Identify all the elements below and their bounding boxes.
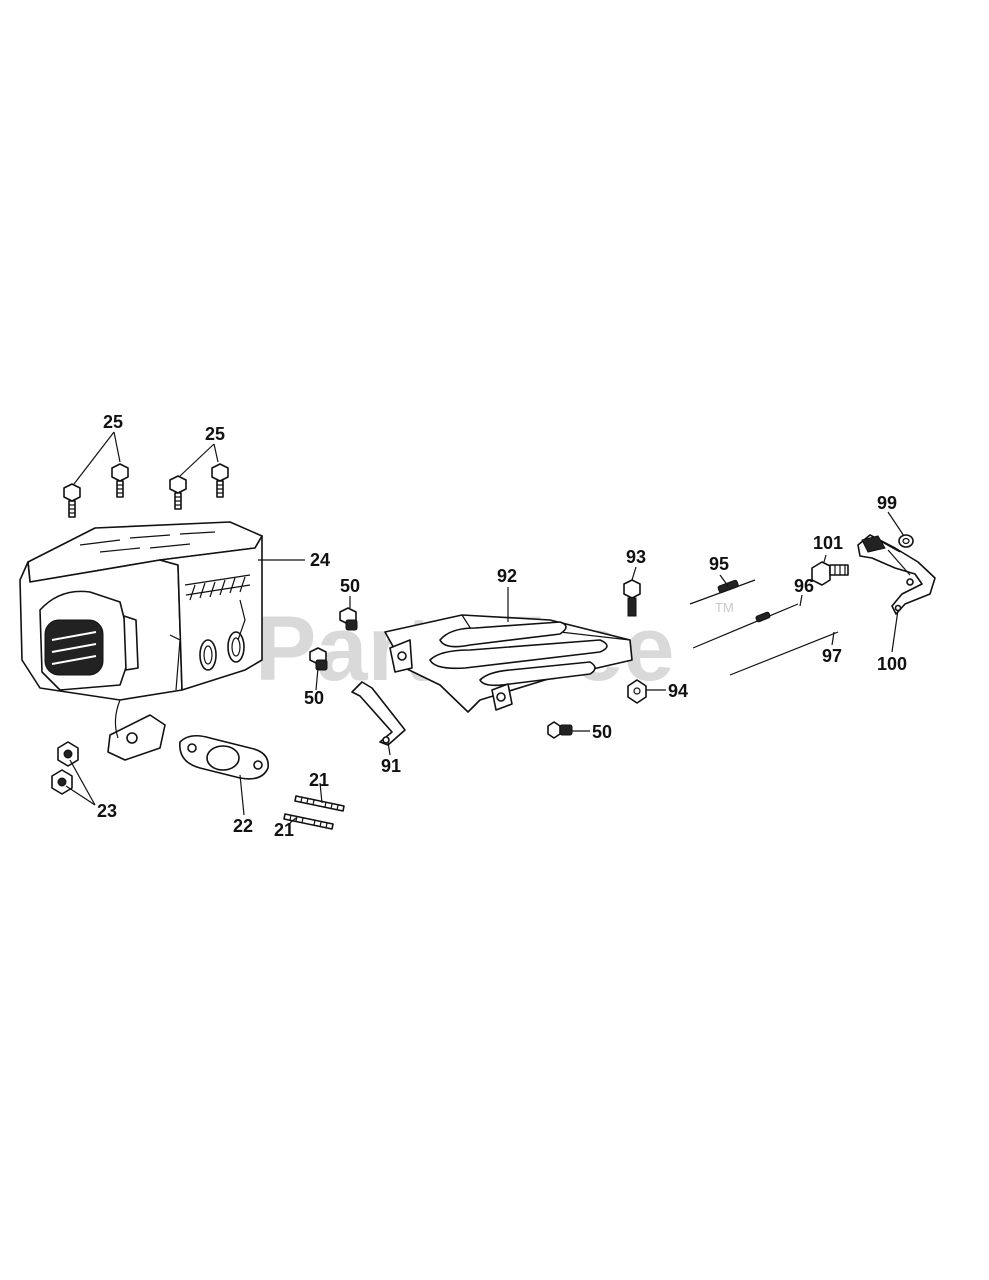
bushing-part-99[interactable]: [898, 534, 914, 548]
callout-50-b[interactable]: 50: [304, 688, 324, 708]
callout-23[interactable]: 23: [97, 801, 117, 821]
gasket-part-22[interactable]: [179, 734, 269, 780]
screw-part-50-b[interactable]: [309, 647, 328, 671]
nut-part-23-a[interactable]: [57, 741, 79, 767]
screw-part-50-a[interactable]: [339, 607, 358, 631]
callout-97[interactable]: 97: [822, 646, 842, 666]
callout-93[interactable]: 93: [626, 547, 646, 567]
rod-part-96[interactable]: [692, 603, 799, 649]
callout-22[interactable]: 22: [233, 816, 253, 836]
callout-91[interactable]: 91: [381, 756, 401, 776]
spring-part-95[interactable]: [689, 579, 756, 605]
stud-part-21-b[interactable]: [283, 813, 334, 830]
callout-100[interactable]: 100: [877, 654, 907, 674]
bolt-part-25-d[interactable]: [211, 463, 229, 498]
screw-part-50-c[interactable]: [547, 721, 573, 739]
callout-labels: 25 25 24 50 50 50 23 22 21 21 91 92 93 9…: [97, 412, 907, 840]
callout-21-b[interactable]: 21: [274, 820, 294, 840]
rod-part-97[interactable]: [729, 631, 839, 676]
leader-lines: [65, 431, 905, 824]
stud-part-21-a[interactable]: [294, 795, 345, 812]
callout-99[interactable]: 99: [877, 493, 897, 513]
watermark-trademark: TM: [715, 600, 734, 615]
nut-part-94[interactable]: [627, 679, 647, 704]
callout-50-a[interactable]: 50: [340, 576, 360, 596]
bolt-part-25-c[interactable]: [169, 475, 187, 510]
callout-96[interactable]: 96: [794, 576, 814, 596]
bolt-part-101[interactable]: [811, 561, 849, 586]
callout-92[interactable]: 92: [497, 566, 517, 586]
bolt-part-25-a[interactable]: [63, 483, 81, 518]
nut-part-23-b[interactable]: [51, 769, 73, 795]
lever-part-100[interactable]: [857, 534, 936, 615]
callout-24[interactable]: 24: [310, 550, 330, 570]
callout-50-c[interactable]: 50: [592, 722, 612, 742]
bolt-part-25-b[interactable]: [111, 463, 129, 498]
callout-95[interactable]: 95: [709, 554, 729, 574]
callout-94[interactable]: 94: [668, 681, 688, 701]
callout-21-a[interactable]: 21: [309, 770, 329, 790]
callout-101[interactable]: 101: [813, 533, 843, 553]
muffler-part-24[interactable]: [19, 521, 263, 761]
callout-25-b[interactable]: 25: [205, 424, 225, 444]
heat-shield-part-92[interactable]: [384, 614, 633, 713]
callout-25-a[interactable]: 25: [103, 412, 123, 432]
